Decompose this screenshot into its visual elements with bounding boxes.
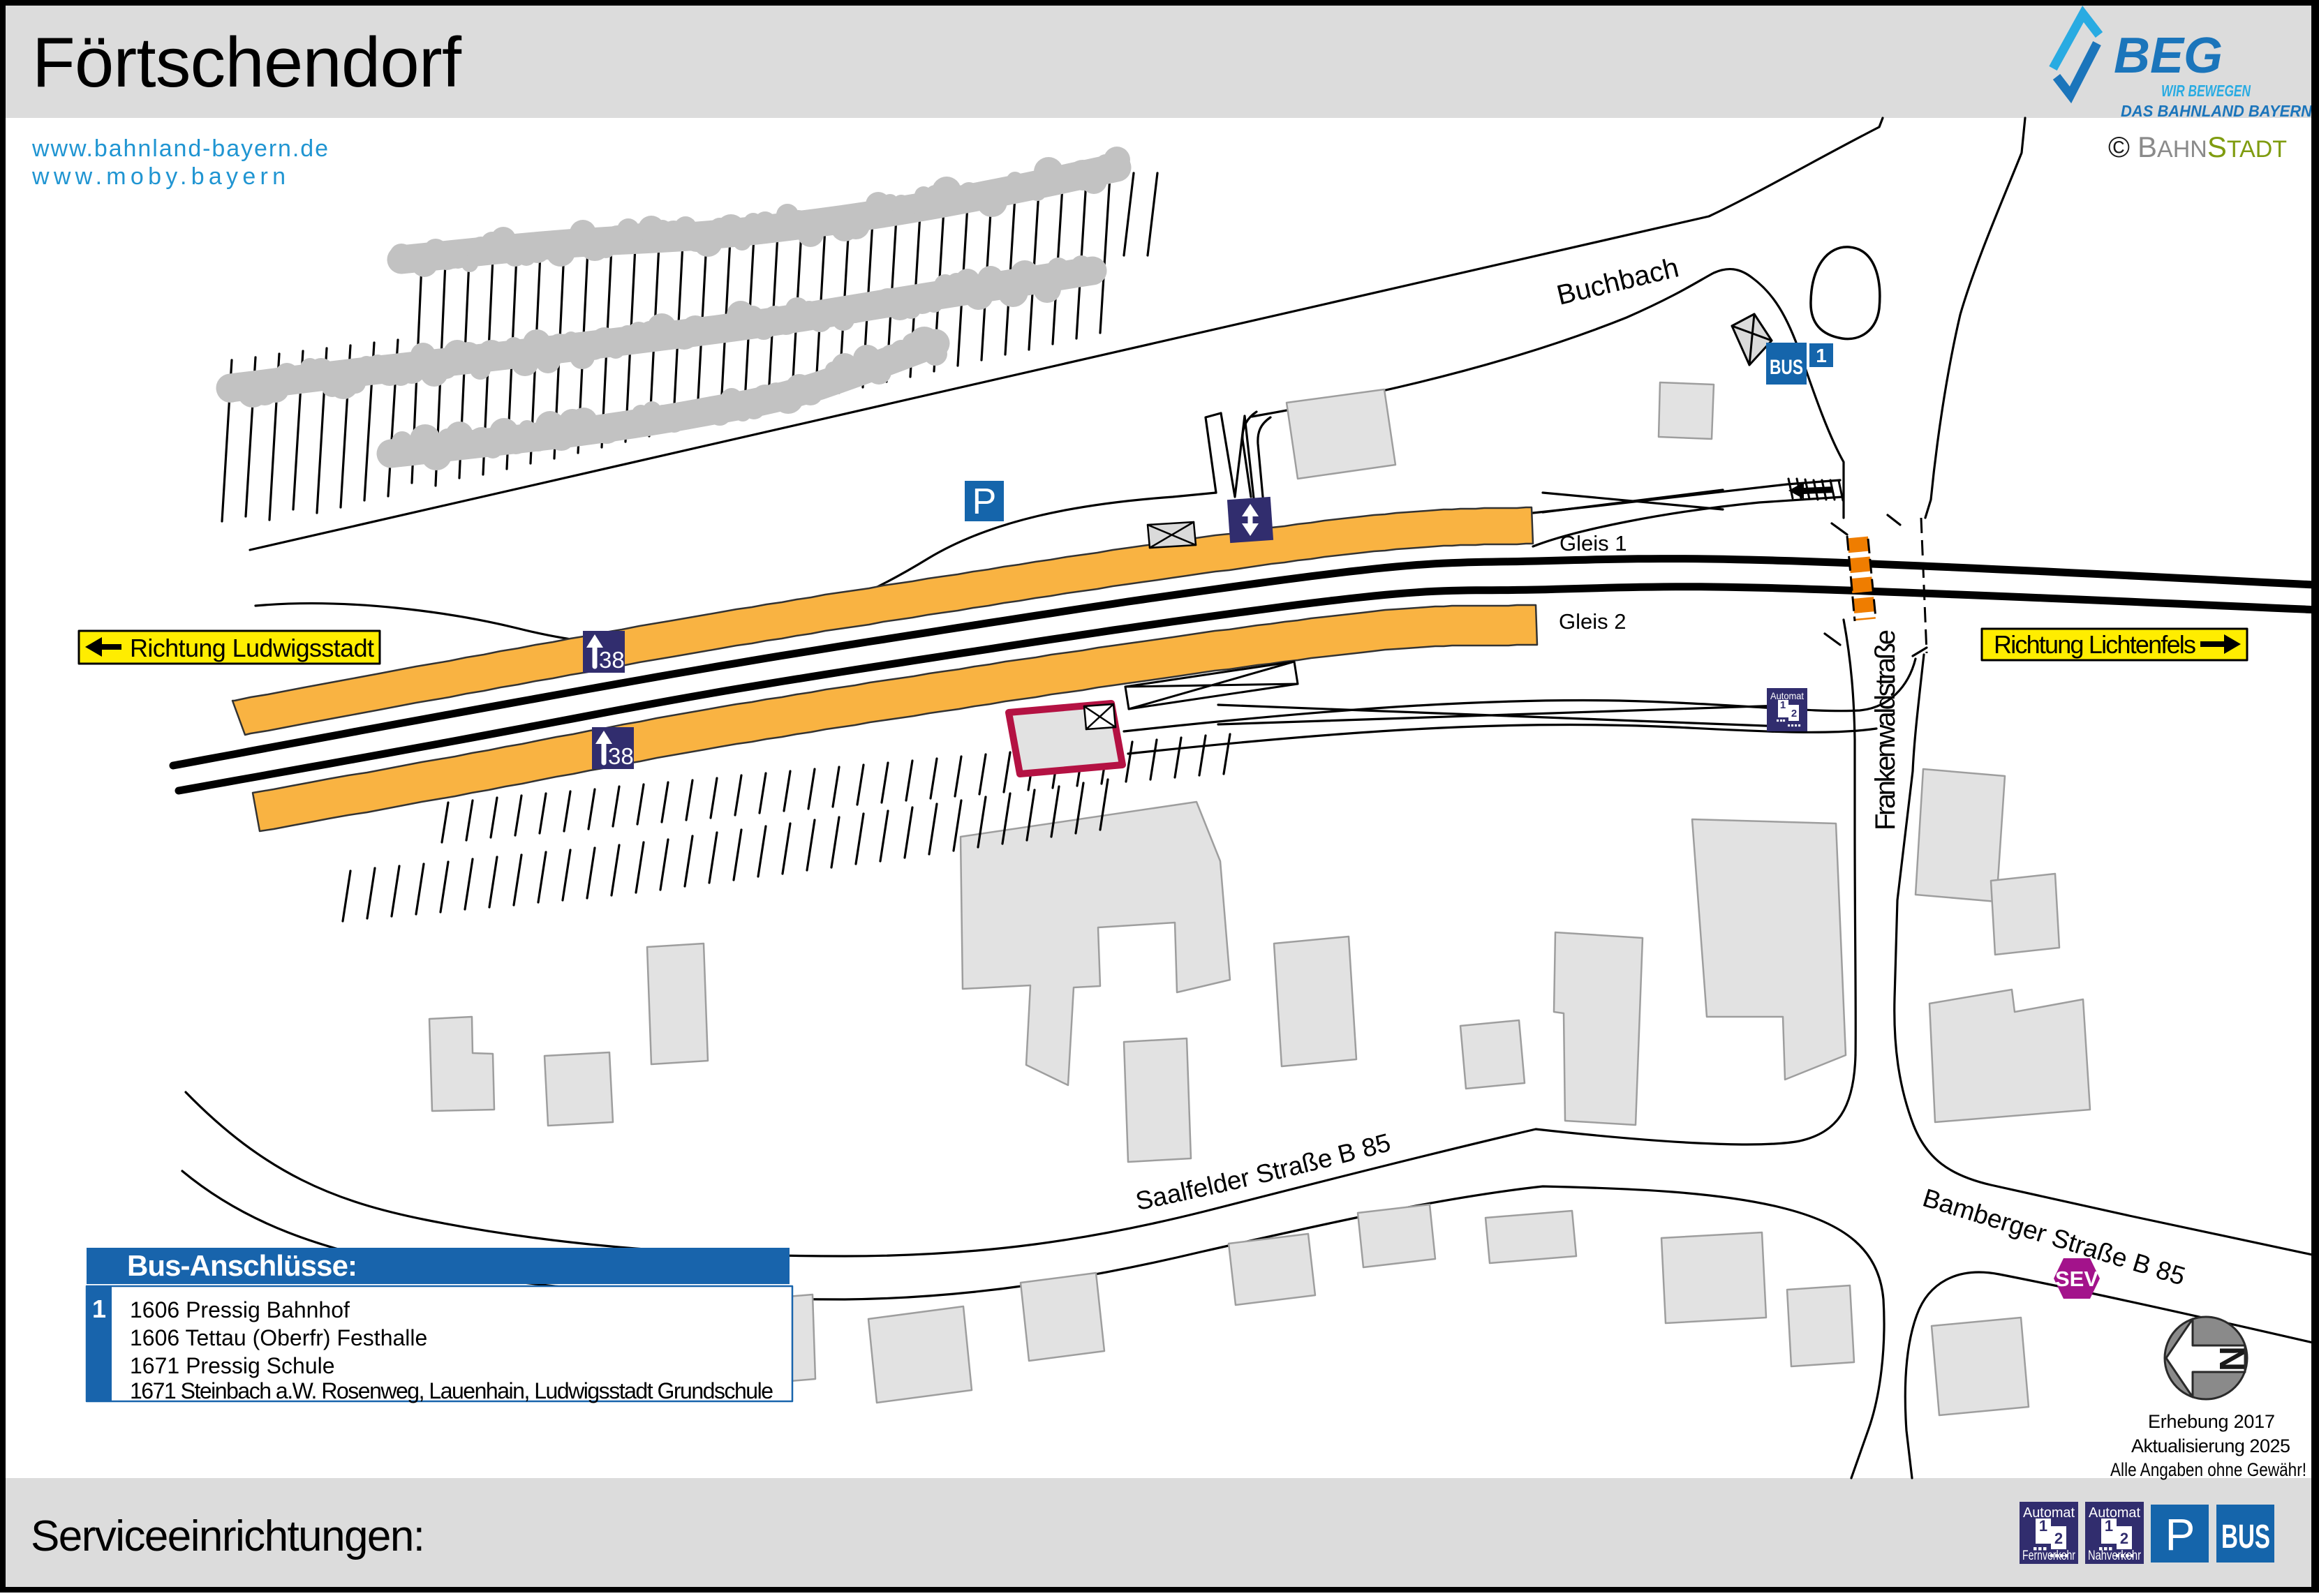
svg-text:www.bahnland-bayern.de: www.bahnland-bayern.de [31, 135, 328, 162]
svg-text:Gleis 1: Gleis 1 [1559, 531, 1627, 555]
svg-text:1: 1 [2039, 1517, 2047, 1535]
svg-text:Gleis 2: Gleis 2 [1559, 609, 1626, 634]
svg-text:Richtung Ludwigsstadt: Richtung Ludwigsstadt [130, 634, 374, 662]
svg-text:1: 1 [2105, 1517, 2113, 1535]
svg-text:Richtung Lichtenfels: Richtung Lichtenfels [1994, 630, 2196, 659]
svg-text:Automat: Automat [1770, 690, 1804, 701]
svg-text:1606 Tettau (Oberfr) Festhalle: 1606 Tettau (Oberfr) Festhalle [130, 1325, 427, 1350]
svg-text:Automat: Automat [2023, 1505, 2075, 1521]
svg-text:WIR BEWEGEN: WIR BEWEGEN [2161, 82, 2251, 100]
svg-text:BUS: BUS [1770, 356, 1803, 379]
svg-text:1606 Pressig Bahnhof: 1606 Pressig Bahnhof [130, 1297, 350, 1322]
svg-text:2: 2 [2120, 1530, 2128, 1547]
svg-text:P: P [2165, 1509, 2195, 1560]
svg-text:BUS: BUS [2221, 1519, 2270, 1556]
svg-text:N: N [2212, 1346, 2251, 1371]
svg-text:1: 1 [1780, 699, 1786, 711]
svg-text:Aktualisierung 2025: Aktualisierung 2025 [2131, 1435, 2290, 1456]
svg-text:Erhebung 2017: Erhebung 2017 [2148, 1411, 2275, 1432]
svg-text:Nahverkehr: Nahverkehr [2088, 1549, 2142, 1563]
svg-text:Frankenwaldstraße: Frankenwaldstraße [1870, 629, 1901, 830]
svg-text:2: 2 [1791, 708, 1797, 719]
svg-text:Förtschendorf: Förtschendorf [32, 24, 462, 102]
svg-text:1: 1 [92, 1295, 106, 1323]
svg-text:SEV: SEV [2055, 1267, 2098, 1291]
svg-text:38: 38 [608, 743, 634, 769]
svg-text:www.moby.bayern: www.moby.bayern [31, 163, 286, 190]
svg-text:Alle Angaben ohne Gewähr!: Alle Angaben ohne Gewähr! [2110, 1459, 2306, 1480]
svg-text:1671 Steinbach a.W. Rosenweg,: 1671 Steinbach a.W. Rosenweg, Lauenhain,… [130, 1378, 773, 1403]
svg-text:©: © [2108, 130, 2130, 163]
svg-text:DAS BAHNLAND BAYERN: DAS BAHNLAND BAYERN [2121, 102, 2312, 120]
svg-text:BAHNSTADT: BAHNSTADT [2138, 130, 2287, 163]
svg-text:Fernverkehr: Fernverkehr [2022, 1549, 2075, 1563]
svg-text:BEG: BEG [2114, 28, 2223, 84]
svg-text:Serviceeinrichtungen:: Serviceeinrichtungen: [31, 1512, 425, 1560]
svg-text:P: P [972, 482, 997, 522]
svg-text:1: 1 [1816, 345, 1827, 366]
svg-text:2: 2 [2054, 1530, 2063, 1547]
svg-text:Bus-Anschlüsse:: Bus-Anschlüsse: [127, 1249, 357, 1282]
svg-text:38: 38 [599, 647, 625, 673]
svg-text:1671 Pressig Schule: 1671 Pressig Schule [130, 1353, 335, 1378]
svg-text:Automat: Automat [2089, 1505, 2140, 1521]
